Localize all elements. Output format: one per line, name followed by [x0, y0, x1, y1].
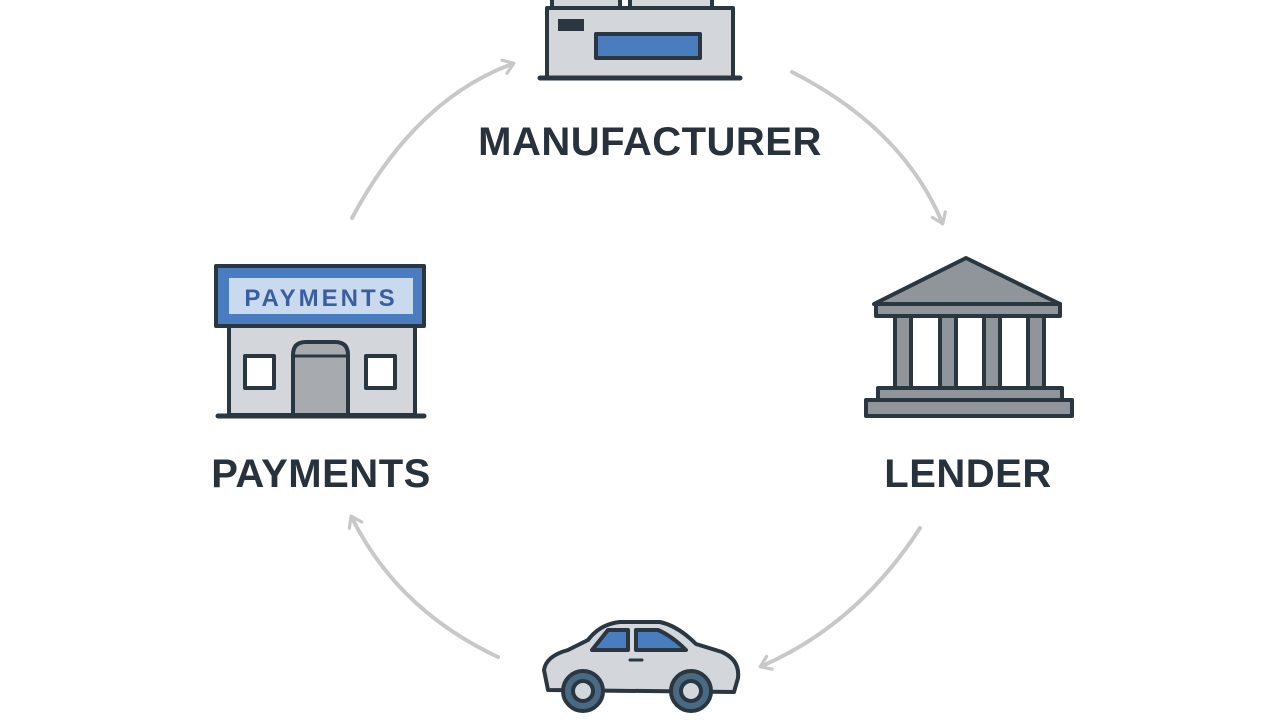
lender-label: LENDER: [884, 452, 1052, 496]
store-sign-text: PAYMENTS: [244, 285, 397, 312]
arrow-payments-to-manufacturer: [350, 58, 516, 220]
storefront-icon: PAYMENTS: [214, 264, 427, 419]
payments-label: PAYMENTS: [211, 452, 431, 496]
bank-building-icon: [864, 256, 1074, 418]
arrow-lender-to-vehicle: [758, 526, 922, 671]
car-icon: [542, 620, 741, 713]
manufacturer-label: MANUFACTURER: [478, 120, 822, 164]
arrow-manufacturer-to-lender: [790, 70, 947, 226]
factory-icon: [537, 0, 743, 81]
arrow-vehicle-to-payments: [347, 514, 500, 659]
